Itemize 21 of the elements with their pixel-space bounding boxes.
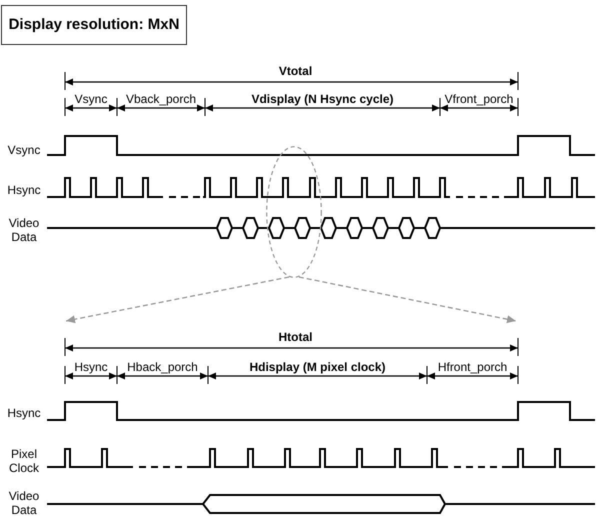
dimension-label: Hsync bbox=[74, 360, 108, 374]
signal-label: Video Data bbox=[8, 216, 40, 244]
signal-label: Hsync bbox=[6, 406, 42, 420]
signal-label: Hsync bbox=[6, 183, 42, 197]
dimension-label: Hdisplay (M pixel clock) bbox=[249, 360, 386, 374]
dimension-label: Vdisplay (N Hsync cycle) bbox=[251, 92, 394, 106]
dashed-arrow bbox=[298, 276, 516, 324]
dimension-label: Hback_porch bbox=[127, 360, 198, 374]
signal-label: Pixel Clock bbox=[8, 447, 40, 475]
dashed-arrow bbox=[66, 276, 290, 324]
heading-box bbox=[1, 5, 187, 45]
highlight-ellipse bbox=[266, 146, 322, 278]
signal-label: Vsync bbox=[6, 143, 42, 157]
dimension-label: Hfront_porch bbox=[438, 360, 508, 374]
dimension-label: Htotal bbox=[278, 330, 312, 344]
dimension-label: Vback_porch bbox=[126, 92, 196, 106]
dimension-label: Vsync bbox=[74, 92, 108, 106]
diagram-heading: Display resolution: MxN bbox=[8, 16, 180, 34]
dimension-label: Vfront_porch bbox=[444, 92, 514, 106]
signal-label: Video Data bbox=[8, 489, 40, 517]
dimension-label: Vtotal bbox=[278, 64, 312, 78]
